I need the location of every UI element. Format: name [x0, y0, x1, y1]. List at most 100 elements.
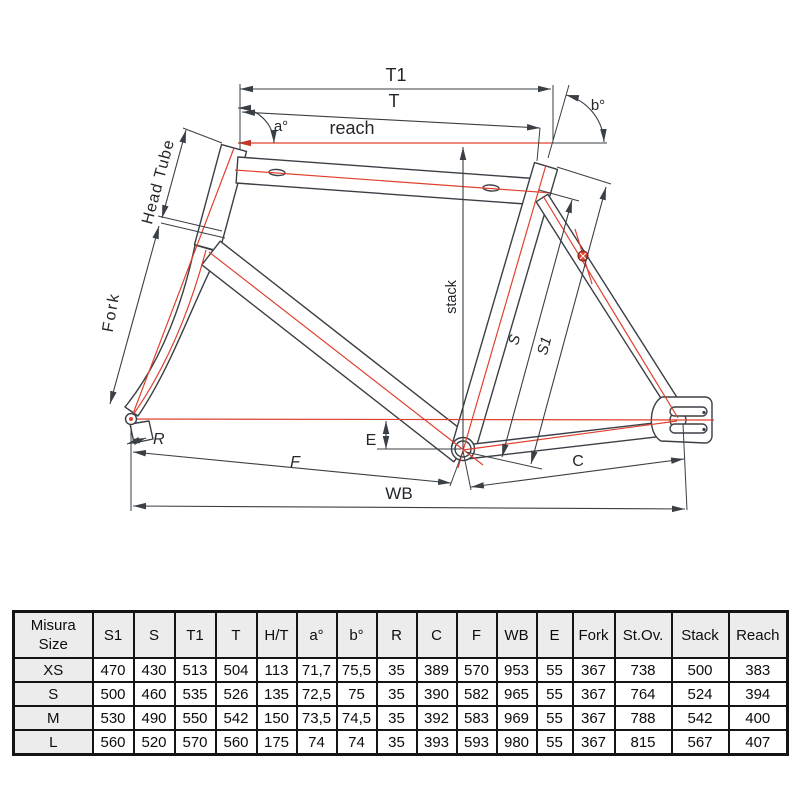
label-c: C: [572, 453, 584, 470]
rear-dropout-slot-top: [669, 406, 708, 417]
steering-axis: [130, 147, 235, 420]
value-cell: 407: [727, 729, 789, 756]
value-cell: 504: [214, 657, 258, 683]
label-t: T: [389, 91, 400, 111]
value-cell: 430: [132, 657, 176, 683]
value-cell: 738: [613, 657, 673, 683]
value-cell: 980: [495, 729, 538, 756]
size-header-line2: Size: [38, 636, 68, 653]
value-cell: 560: [214, 729, 258, 756]
column-header: E: [535, 610, 574, 659]
down-tube-centerline: [208, 251, 484, 466]
column-header: T1: [173, 610, 217, 659]
label-r: R: [153, 431, 165, 448]
value-cell: 392: [415, 705, 458, 731]
value-cell: 389: [415, 657, 458, 683]
value-cell: 35: [375, 657, 418, 683]
value-cell: 74: [335, 729, 378, 756]
value-cell: 55: [535, 729, 574, 756]
value-cell: 35: [375, 681, 418, 707]
value-cell: 567: [670, 729, 730, 756]
column-header: b°: [335, 610, 378, 659]
label-angle-b: b°: [591, 97, 605, 114]
dim-c: [470, 457, 685, 489]
column-header: WB: [495, 610, 538, 659]
dim-angle-b: [565, 94, 607, 143]
value-cell: 175: [255, 729, 298, 756]
seat-tube-centerline: [457, 164, 547, 469]
dimension-lines: [109, 85, 686, 513]
value-cell: 500: [91, 681, 135, 707]
value-cell: 55: [535, 705, 574, 731]
dim-wb: [132, 502, 686, 513]
value-cell: 55: [535, 681, 574, 707]
value-cell: 570: [173, 729, 217, 756]
column-header: Reach: [727, 610, 789, 659]
column-header: Stack: [670, 610, 730, 659]
column-header: R: [375, 610, 418, 659]
front-axle-center: [129, 417, 133, 421]
value-cell: 367: [571, 729, 616, 756]
value-cell: 135: [255, 681, 298, 707]
value-cell: 400: [727, 705, 789, 731]
value-cell: 788: [613, 705, 673, 731]
label-t1: T1: [385, 65, 406, 85]
size-cell: S: [12, 681, 94, 707]
value-cell: 520: [132, 729, 176, 756]
dim-s1: [530, 186, 607, 465]
value-cell: 75: [335, 681, 378, 707]
value-cell: 542: [670, 705, 730, 731]
value-cell: 383: [727, 657, 789, 683]
label-angle-a: a°: [274, 118, 288, 135]
value-cell: 969: [495, 705, 538, 731]
value-cell: 74,5: [335, 705, 378, 731]
column-header: a°: [295, 610, 338, 659]
centerlines: [125, 139, 715, 469]
dim-t: [241, 109, 541, 131]
value-cell: 75,5: [335, 657, 378, 683]
column-header: C: [415, 610, 458, 659]
value-cell: 73,5: [295, 705, 338, 731]
value-cell: 524: [670, 681, 730, 707]
value-cell: 35: [375, 729, 418, 756]
rear-dropout-bolt-top: [702, 410, 706, 415]
dim-r: [126, 436, 147, 446]
value-cell: 460: [132, 681, 176, 707]
column-header: H/T: [255, 610, 298, 659]
fork-blade: [124, 244, 220, 417]
value-cell: 582: [455, 681, 498, 707]
value-cell: 367: [571, 705, 616, 731]
value-cell: 815: [613, 729, 673, 756]
label-reach: reach: [329, 118, 374, 138]
value-cell: 390: [415, 681, 458, 707]
value-cell: 513: [173, 657, 217, 683]
value-cell: 764: [613, 681, 673, 707]
value-cell: 550: [173, 705, 217, 731]
value-cell: 113: [255, 657, 298, 683]
value-cell: 965: [495, 681, 538, 707]
column-header: St.Ov.: [613, 610, 673, 659]
value-cell: 72,5: [295, 681, 338, 707]
value-cell: 570: [455, 657, 498, 683]
value-cell: 535: [173, 681, 217, 707]
value-cell: 367: [571, 657, 616, 683]
value-cell: 500: [670, 657, 730, 683]
value-cell: 530: [91, 705, 135, 731]
dim-f: [132, 450, 452, 485]
column-header: S1: [91, 610, 135, 659]
value-cell: 526: [214, 681, 258, 707]
axle-centerline: [125, 418, 715, 421]
label-s: S: [505, 333, 524, 347]
dim-fork: [109, 225, 160, 405]
seat-stay-centerline: [542, 195, 679, 419]
size-cell: XS: [12, 657, 94, 683]
value-cell: 150: [255, 705, 298, 731]
size-cell: M: [12, 705, 94, 731]
value-cell: 35: [375, 705, 418, 731]
value-cell: 367: [571, 681, 616, 707]
value-cell: 593: [455, 729, 498, 756]
